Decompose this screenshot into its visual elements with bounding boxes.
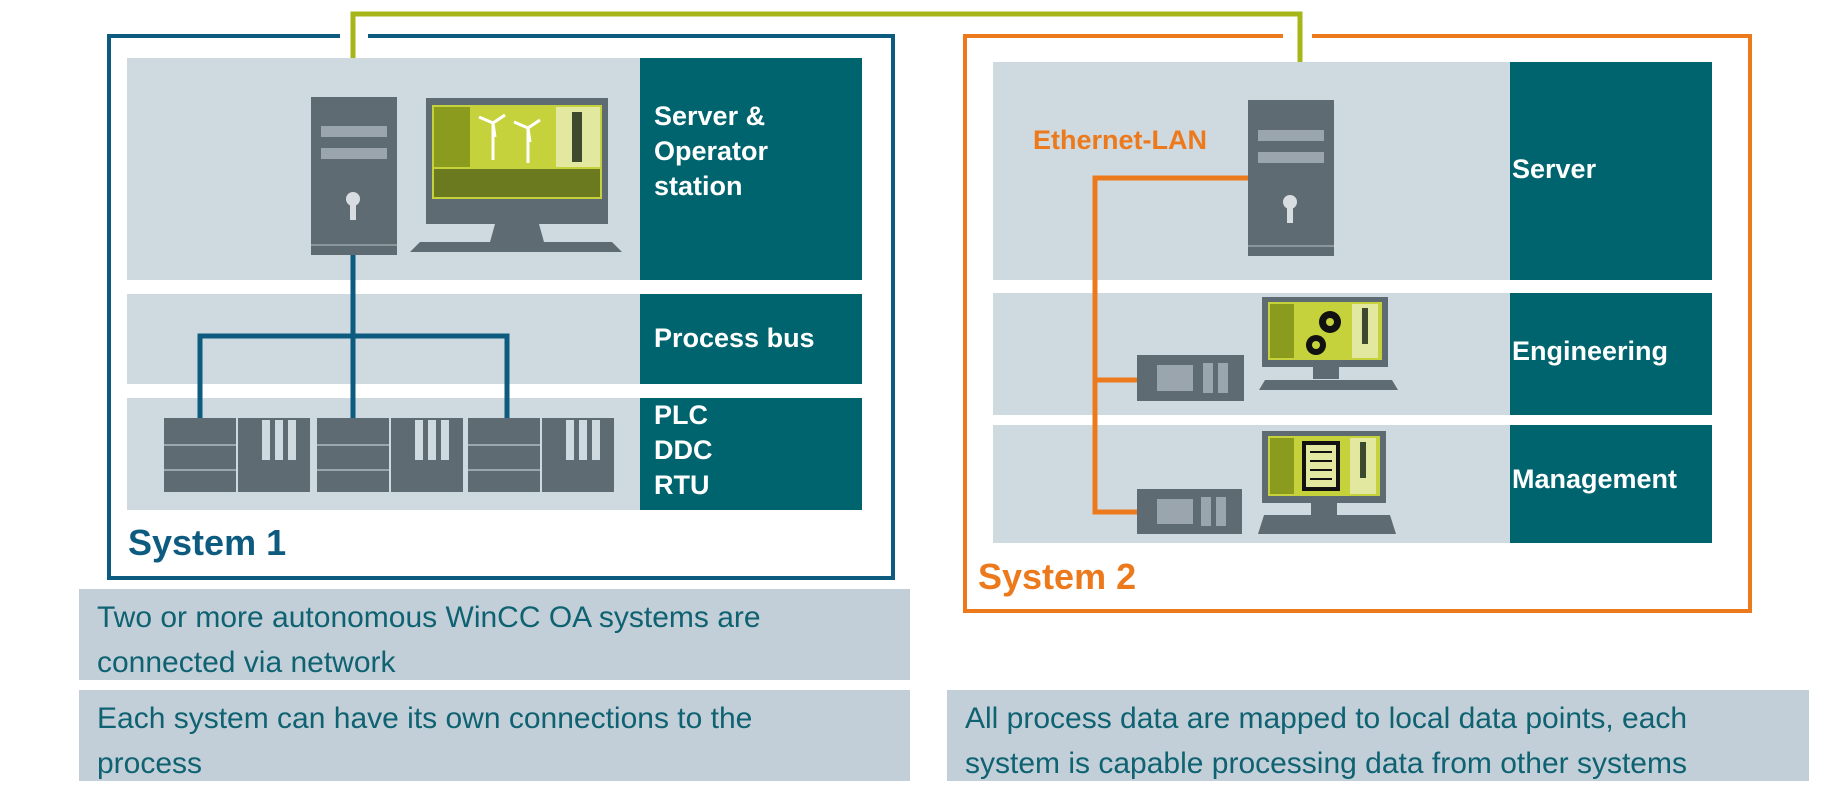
s2-engineering-label: Engineering bbox=[1512, 336, 1669, 366]
note-own-connections-line-1: Each system can have its own connections… bbox=[97, 702, 753, 735]
process-bus-lines bbox=[197, 252, 510, 418]
s2-eng-panel-bg bbox=[993, 293, 1510, 415]
system1-title: System 1 bbox=[128, 522, 287, 563]
plc-module-icon-1 bbox=[164, 418, 310, 492]
management-controller-icon bbox=[1137, 489, 1242, 534]
s1-server-operator-line-2: Operator bbox=[654, 136, 769, 166]
s1-bus-panel-bg bbox=[127, 294, 640, 384]
system1-frame bbox=[107, 34, 895, 580]
s1-controller-label-ddc: DDC bbox=[654, 435, 713, 465]
plc-module-icon-2 bbox=[317, 418, 463, 492]
s1-operator-monitor-icon bbox=[410, 98, 622, 252]
s1-server-tower-icon bbox=[311, 97, 397, 255]
note-data-mapping-line-1: All process data are mapped to local dat… bbox=[965, 702, 1688, 735]
s1-controller-label-rtu: RTU bbox=[654, 470, 710, 500]
s1-server-operator-line-1: Server & bbox=[654, 101, 766, 131]
s2-server-tower-icon bbox=[1248, 100, 1334, 256]
note-data-mapping: All process data are mapped to local dat… bbox=[947, 690, 1809, 781]
note-autonomous-line-2: connected via network bbox=[97, 646, 396, 679]
s1-server-panel-label-bg bbox=[640, 58, 862, 280]
engineering-controller-icon bbox=[1137, 355, 1244, 401]
management-monitor-icon bbox=[1258, 431, 1396, 534]
system2-title: System 2 bbox=[978, 556, 1137, 597]
s1-process-bus-label: Process bus bbox=[654, 323, 815, 353]
s1-server-operator-line-3: station bbox=[654, 171, 743, 201]
note-autonomous-systems: Two or more autonomous WinCC OA systems … bbox=[79, 589, 910, 680]
s1-controller-labels: PLC DDC RTU bbox=[654, 398, 854, 503]
s2-mgmt-panel-label-bg bbox=[1510, 425, 1712, 543]
s1-server-operator-label: Server & Operator station bbox=[654, 99, 854, 204]
s1-plc-panel-label-bg bbox=[640, 398, 862, 510]
note-own-connections-line-2: process bbox=[97, 747, 203, 780]
system2-frame bbox=[963, 34, 1752, 613]
s2-server-label: Server bbox=[1512, 154, 1597, 184]
s2-mgmt-panel-bg bbox=[993, 425, 1510, 543]
s2-management-label: Management bbox=[1512, 464, 1678, 494]
s2-eng-panel-label-bg bbox=[1510, 293, 1712, 415]
s1-bus-panel-label-bg bbox=[640, 294, 862, 384]
ethernet-lan-lines bbox=[1092, 175, 1248, 515]
inter-system-link bbox=[350, 11, 1303, 100]
engineering-monitor-icon bbox=[1259, 297, 1398, 390]
s1-controller-label-plc: PLC bbox=[654, 400, 708, 430]
plc-module-icon-3 bbox=[468, 418, 614, 492]
note-own-connections: Each system can have its own connections… bbox=[79, 690, 910, 781]
note-data-mapping-line-2: system is capable processing data from o… bbox=[965, 747, 1687, 780]
note-autonomous-line-1: Two or more autonomous WinCC OA systems … bbox=[97, 601, 761, 634]
s2-server-panel-label-bg bbox=[1510, 62, 1712, 280]
ethernet-lan-label: Ethernet-LAN bbox=[1033, 125, 1207, 155]
